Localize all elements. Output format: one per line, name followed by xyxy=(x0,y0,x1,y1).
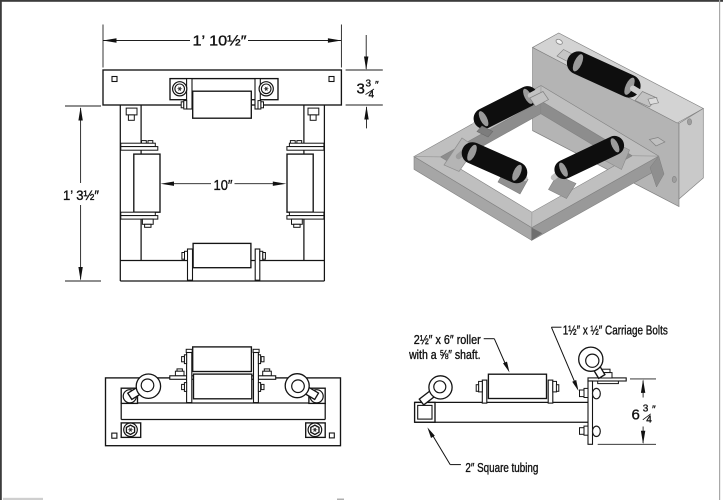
svg-text:1’ 3½″: 1’ 3½″ xyxy=(63,187,99,203)
svg-text:″: ″ xyxy=(375,79,379,91)
svg-text:6: 6 xyxy=(632,407,640,424)
svg-text:2½″ x 6″ roller: 2½″ x 6″ roller xyxy=(414,333,481,347)
svg-text:″: ″ xyxy=(652,404,656,416)
svg-text:1’ 10½″: 1’ 10½″ xyxy=(193,33,247,49)
svg-text:4: 4 xyxy=(369,90,375,101)
svg-text:with a ⅝″ shaft.: with a ⅝″ shaft. xyxy=(408,348,480,362)
svg-text:3: 3 xyxy=(643,404,649,415)
svg-text:10″: 10″ xyxy=(214,178,233,194)
svg-text:2″ Square tubing: 2″ Square tubing xyxy=(465,461,538,475)
svg-text:3: 3 xyxy=(357,81,365,98)
svg-text:1½″ x ½″ Carriage Bolts: 1½″ x ½″ Carriage Bolts xyxy=(563,324,668,338)
svg-text:3: 3 xyxy=(366,79,372,90)
svg-text:4: 4 xyxy=(646,415,652,426)
